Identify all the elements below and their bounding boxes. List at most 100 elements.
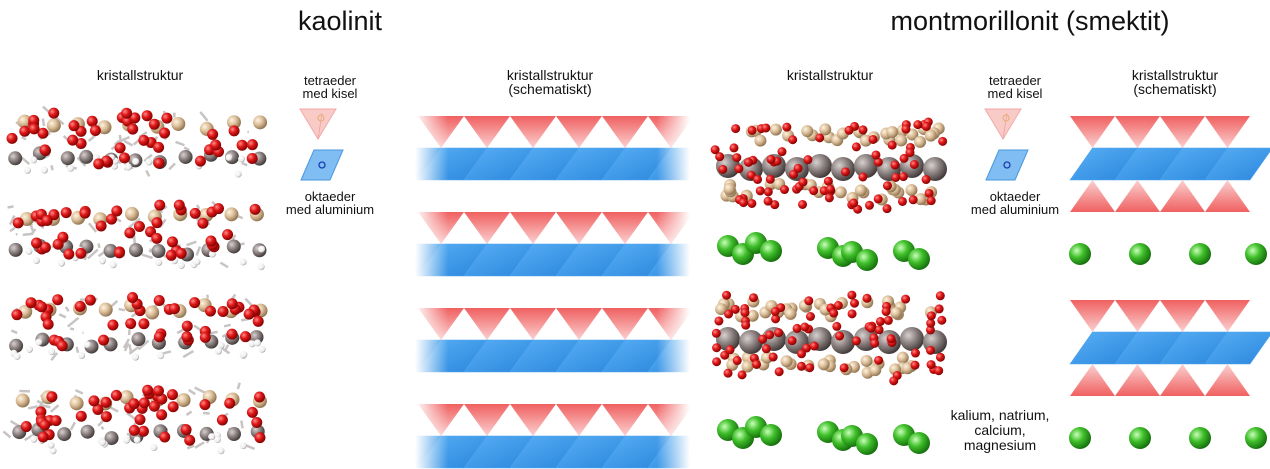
cation-atom xyxy=(760,424,782,446)
bond xyxy=(194,386,206,394)
oxygen-atom xyxy=(873,157,883,167)
oxygen-atom xyxy=(106,213,118,225)
tetrahedron xyxy=(418,212,464,244)
interlayer-cations-schematic xyxy=(1069,427,1267,449)
oxygen-atom xyxy=(156,409,168,421)
aluminium-atom xyxy=(104,431,119,446)
oxygen-atom xyxy=(184,434,196,446)
bond xyxy=(8,215,16,226)
oxygen-atom xyxy=(897,196,907,206)
oxygen-atom xyxy=(871,150,881,160)
oxygen-atom xyxy=(774,367,784,377)
oxygen-atom xyxy=(129,112,141,124)
oxygen-atom xyxy=(92,403,104,415)
oxygen-atom xyxy=(52,294,64,306)
oxygen-atom xyxy=(39,241,51,253)
tetrahedron xyxy=(1070,364,1115,396)
bond xyxy=(161,350,172,355)
oxygen-atom xyxy=(787,336,797,346)
oxygen-atom xyxy=(847,290,857,300)
interlayer-cations xyxy=(717,232,930,271)
bond xyxy=(24,432,36,442)
oxygen-atom xyxy=(50,415,62,427)
oxygen-atom xyxy=(210,139,222,151)
montmorillonite-schematic-layer xyxy=(1069,300,1270,396)
oxygen-atom xyxy=(797,349,807,359)
oxygen-atom xyxy=(175,247,187,259)
aluminium-atom xyxy=(739,330,763,354)
tetrahedron xyxy=(510,212,556,244)
bond xyxy=(58,313,67,319)
oxygen-atom xyxy=(792,323,802,333)
oxygen-atom xyxy=(189,207,201,219)
hydrogen-atom xyxy=(67,164,75,172)
oxygen-atom xyxy=(236,139,248,151)
oxygen-atom xyxy=(249,203,261,215)
oxygen-atom xyxy=(926,318,936,328)
kaolinite-schematic-layer xyxy=(371,308,764,373)
hydrogen-atom xyxy=(83,341,91,349)
kaolinite-schematic-layer xyxy=(371,116,764,181)
oxygen-atom xyxy=(768,352,778,362)
aluminium-atom xyxy=(226,239,241,254)
bond xyxy=(128,345,140,355)
bond xyxy=(237,215,244,220)
oxygen-atom xyxy=(194,155,206,167)
tetrahedron xyxy=(602,116,648,148)
oxygen-atom xyxy=(718,164,728,174)
kaolinite-layer xyxy=(9,291,268,361)
tetrahedron xyxy=(1160,300,1205,332)
oxygen-atom xyxy=(28,123,40,135)
oxygen-atom xyxy=(730,304,740,314)
silicon-atom xyxy=(46,118,61,133)
bond xyxy=(21,135,27,141)
kaolinite-schematic-label: kristallstruktur (schematiskt) xyxy=(450,68,650,96)
interlayer-cations xyxy=(717,416,930,455)
hydrogen-atom xyxy=(40,166,48,174)
oxygen-atom xyxy=(168,303,180,315)
bond xyxy=(188,388,196,396)
oxygen-atom xyxy=(166,389,178,401)
oxygen-atom xyxy=(758,334,768,344)
bond xyxy=(221,347,231,355)
kaolinite-schematic-label-line1: kristallstruktur xyxy=(506,67,594,83)
cation-atom xyxy=(1245,243,1267,265)
silicon-atom xyxy=(869,364,882,377)
oxygen-atom xyxy=(901,294,911,304)
oxygen-atom xyxy=(37,431,49,443)
tetrahedron xyxy=(372,116,418,148)
oxygen-atom xyxy=(74,300,86,312)
hydrogen-atom xyxy=(157,352,165,360)
oxygen-atom xyxy=(254,432,266,444)
oxygen-atom xyxy=(926,311,936,321)
silicon-atom xyxy=(69,396,84,411)
oxygen-atom xyxy=(141,110,153,122)
oxygen-atom xyxy=(866,323,876,333)
oxygen-atom xyxy=(75,137,87,149)
bond xyxy=(97,419,105,427)
bond xyxy=(10,329,18,335)
cation-atom xyxy=(1069,243,1091,265)
bond xyxy=(122,338,131,349)
oxygen-atom xyxy=(899,153,909,163)
hydrogen-atom xyxy=(99,438,107,446)
bond xyxy=(132,235,137,244)
bond xyxy=(64,306,70,312)
bond xyxy=(41,118,46,127)
oxygen-atom xyxy=(60,207,72,219)
hydrogen-atom xyxy=(248,340,256,348)
octahedron xyxy=(1204,331,1270,365)
oxygen-atom xyxy=(111,205,123,217)
oxygen-atom xyxy=(803,155,813,165)
oxygen-atom xyxy=(921,121,931,131)
montmorillonite-title: montmorillonit (smektit) xyxy=(890,6,1170,36)
bond xyxy=(100,425,105,431)
oxygen-atom xyxy=(938,136,948,146)
oxygen-atom xyxy=(63,248,75,260)
oxygen-atom xyxy=(52,238,64,250)
bond xyxy=(182,349,195,359)
tetrahedron xyxy=(1205,116,1250,148)
bond xyxy=(143,153,153,163)
bond xyxy=(74,388,84,395)
oxygen-atom xyxy=(924,188,934,198)
